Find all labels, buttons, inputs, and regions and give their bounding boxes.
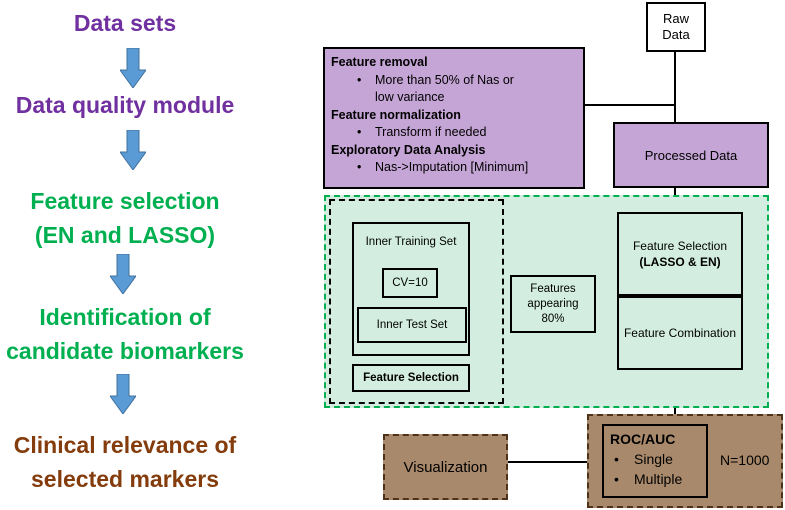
stage-identification: Identification of candidate biomarkers <box>6 304 244 364</box>
feature-selection-region <box>324 195 769 408</box>
feature-normalization-item: Transform if needed <box>331 124 577 142</box>
eda-title: Exploratory Data Analysis <box>331 142 486 157</box>
stage-feature-selection: Feature selection (EN and LASSO) <box>30 188 220 248</box>
feature-normalization-title: Feature normalization <box>331 107 461 122</box>
n-label: N=1000 <box>720 452 770 468</box>
stage-data-sets: Data sets <box>73 10 177 36</box>
down-arrow-icon <box>120 48 146 88</box>
down-arrow-icon <box>110 374 136 414</box>
feature-removal-title: Feature removal <box>331 55 428 69</box>
down-arrow-icon <box>110 254 136 294</box>
eda-item: Nas->Imputation [Minimum] <box>331 159 577 177</box>
feature-combination-box: Feature Combination <box>617 296 743 370</box>
down-arrow-icon <box>120 130 146 170</box>
feature-selection-small-box: Feature Selection <box>352 364 470 392</box>
inner-test-set-box: Inner Test Set <box>357 307 467 343</box>
stage-clinical-relevance: Clinical relevance of selected markers <box>13 432 237 492</box>
features-appearing-box: Features appearing 80% <box>510 275 596 333</box>
roc-single: Single <box>610 449 706 469</box>
feature-selection-lasso-en-box: Feature Selection (LASSO & EN) <box>617 212 743 296</box>
stage-data-quality: Data quality module <box>15 92 235 118</box>
processed-data-box: Processed Data <box>613 122 769 188</box>
cv-box: CV=10 <box>382 268 438 298</box>
inner-training-set-box: Inner Training Set <box>352 222 470 356</box>
roc-auc-box: ROC/AUC Single Multiple <box>602 424 708 498</box>
data-quality-box: Feature removal More than 50% of Nas or … <box>323 47 585 189</box>
cross-validation-region <box>329 199 504 404</box>
roc-multiple: Multiple <box>610 469 706 489</box>
raw-data-box: Raw Data <box>646 2 706 52</box>
roc-auc-title: ROC/AUC <box>610 431 676 447</box>
feature-removal-item: More than 50% of Nas or low variance <box>331 72 577 107</box>
visualization-box: Visualization <box>383 434 508 500</box>
